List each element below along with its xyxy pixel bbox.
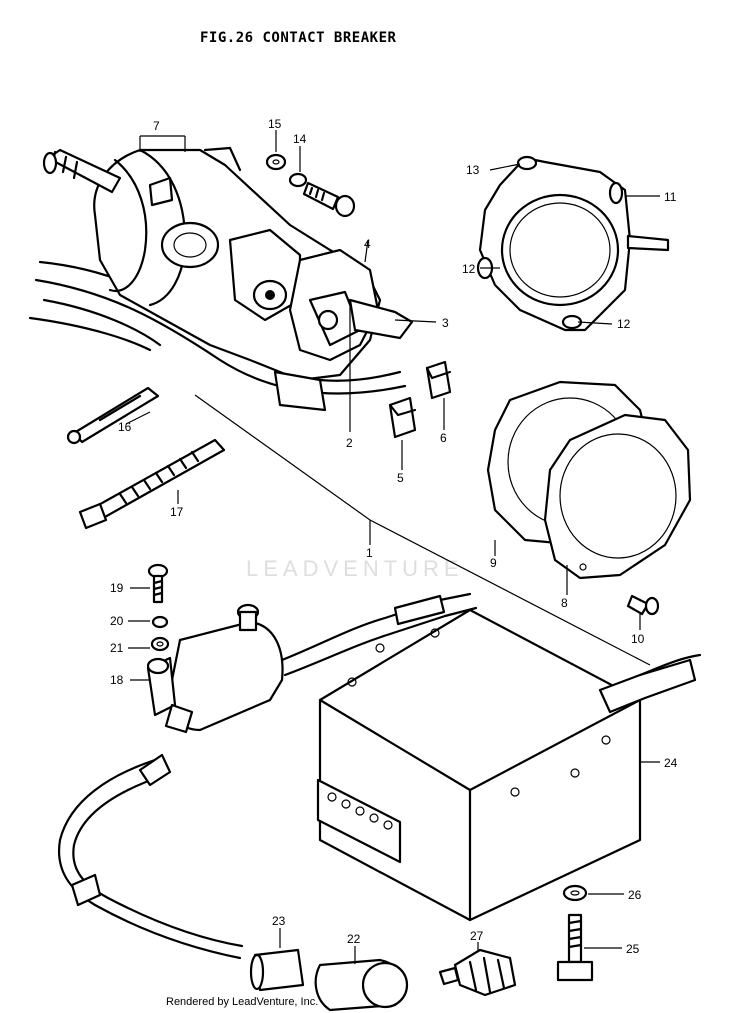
screw-part-10 (626, 594, 660, 616)
callout-24: 24 (664, 756, 678, 770)
callout-7: 7 (153, 119, 160, 133)
callout-15: 15 (268, 117, 282, 131)
callout-14: 14 (293, 132, 307, 146)
callout-8: 8 (561, 596, 568, 610)
clip-and-strap-16-17 (66, 386, 226, 530)
screw-and-washers-14-15 (265, 153, 356, 218)
callout-12-right: 12 (617, 317, 631, 331)
ignitor-box-part-24 (316, 608, 702, 922)
callout-26: 26 (628, 888, 642, 902)
gaskets-8-9 (486, 380, 692, 580)
callout-17: 17 (170, 505, 184, 519)
bolt-washers-19-21 (147, 563, 170, 652)
callout-27: 27 (470, 929, 484, 943)
footer-credit: Rendered by LeadVenture, Inc. (166, 996, 319, 1008)
callout-23: 23 (272, 914, 286, 928)
callout-6: 6 (440, 431, 447, 445)
callout-11: 11 (664, 190, 677, 204)
small-blocks-5-6 (388, 360, 452, 439)
callout-4: 4 (364, 237, 371, 251)
callout-22: 22 (347, 932, 361, 946)
callout-2: 2 (346, 436, 353, 450)
callout-16: 16 (118, 420, 132, 434)
callout-13: 13 (466, 163, 480, 177)
callout-20: 20 (110, 614, 124, 628)
plug-cap-sleeve-switch-22-23-27 (249, 948, 517, 1012)
callout-12-left: 12 (462, 262, 476, 276)
coil-lead-wires (280, 592, 478, 677)
callout-3: 3 (442, 316, 449, 330)
ignition-coil-part-18 (146, 603, 284, 734)
callout-10: 10 (631, 632, 645, 646)
watermark-text: LEADVENTURE (246, 556, 464, 581)
callout-25: 25 (626, 942, 640, 956)
breaker-shaft (42, 148, 122, 194)
breaker-cover-plate-11-12-13 (476, 155, 670, 332)
callout-5: 5 (397, 471, 404, 485)
callout-19: 19 (110, 581, 124, 595)
bolt-washer-25-26 (556, 884, 594, 982)
breaker-housing-part-7 (93, 146, 414, 412)
callout-labels: 7 15 14 13 11 12 12 4 3 2 6 5 16 17 1 9 … (110, 117, 678, 956)
callout-21: 21 (110, 641, 124, 655)
callout-18: 18 (110, 673, 124, 687)
leader-lines (125, 130, 660, 964)
callout-1: 1 (366, 546, 373, 560)
high-tension-lead (57, 753, 244, 960)
figure-title: FIG.26 CONTACT BREAKER (200, 30, 397, 46)
callout-9: 9 (490, 556, 497, 570)
